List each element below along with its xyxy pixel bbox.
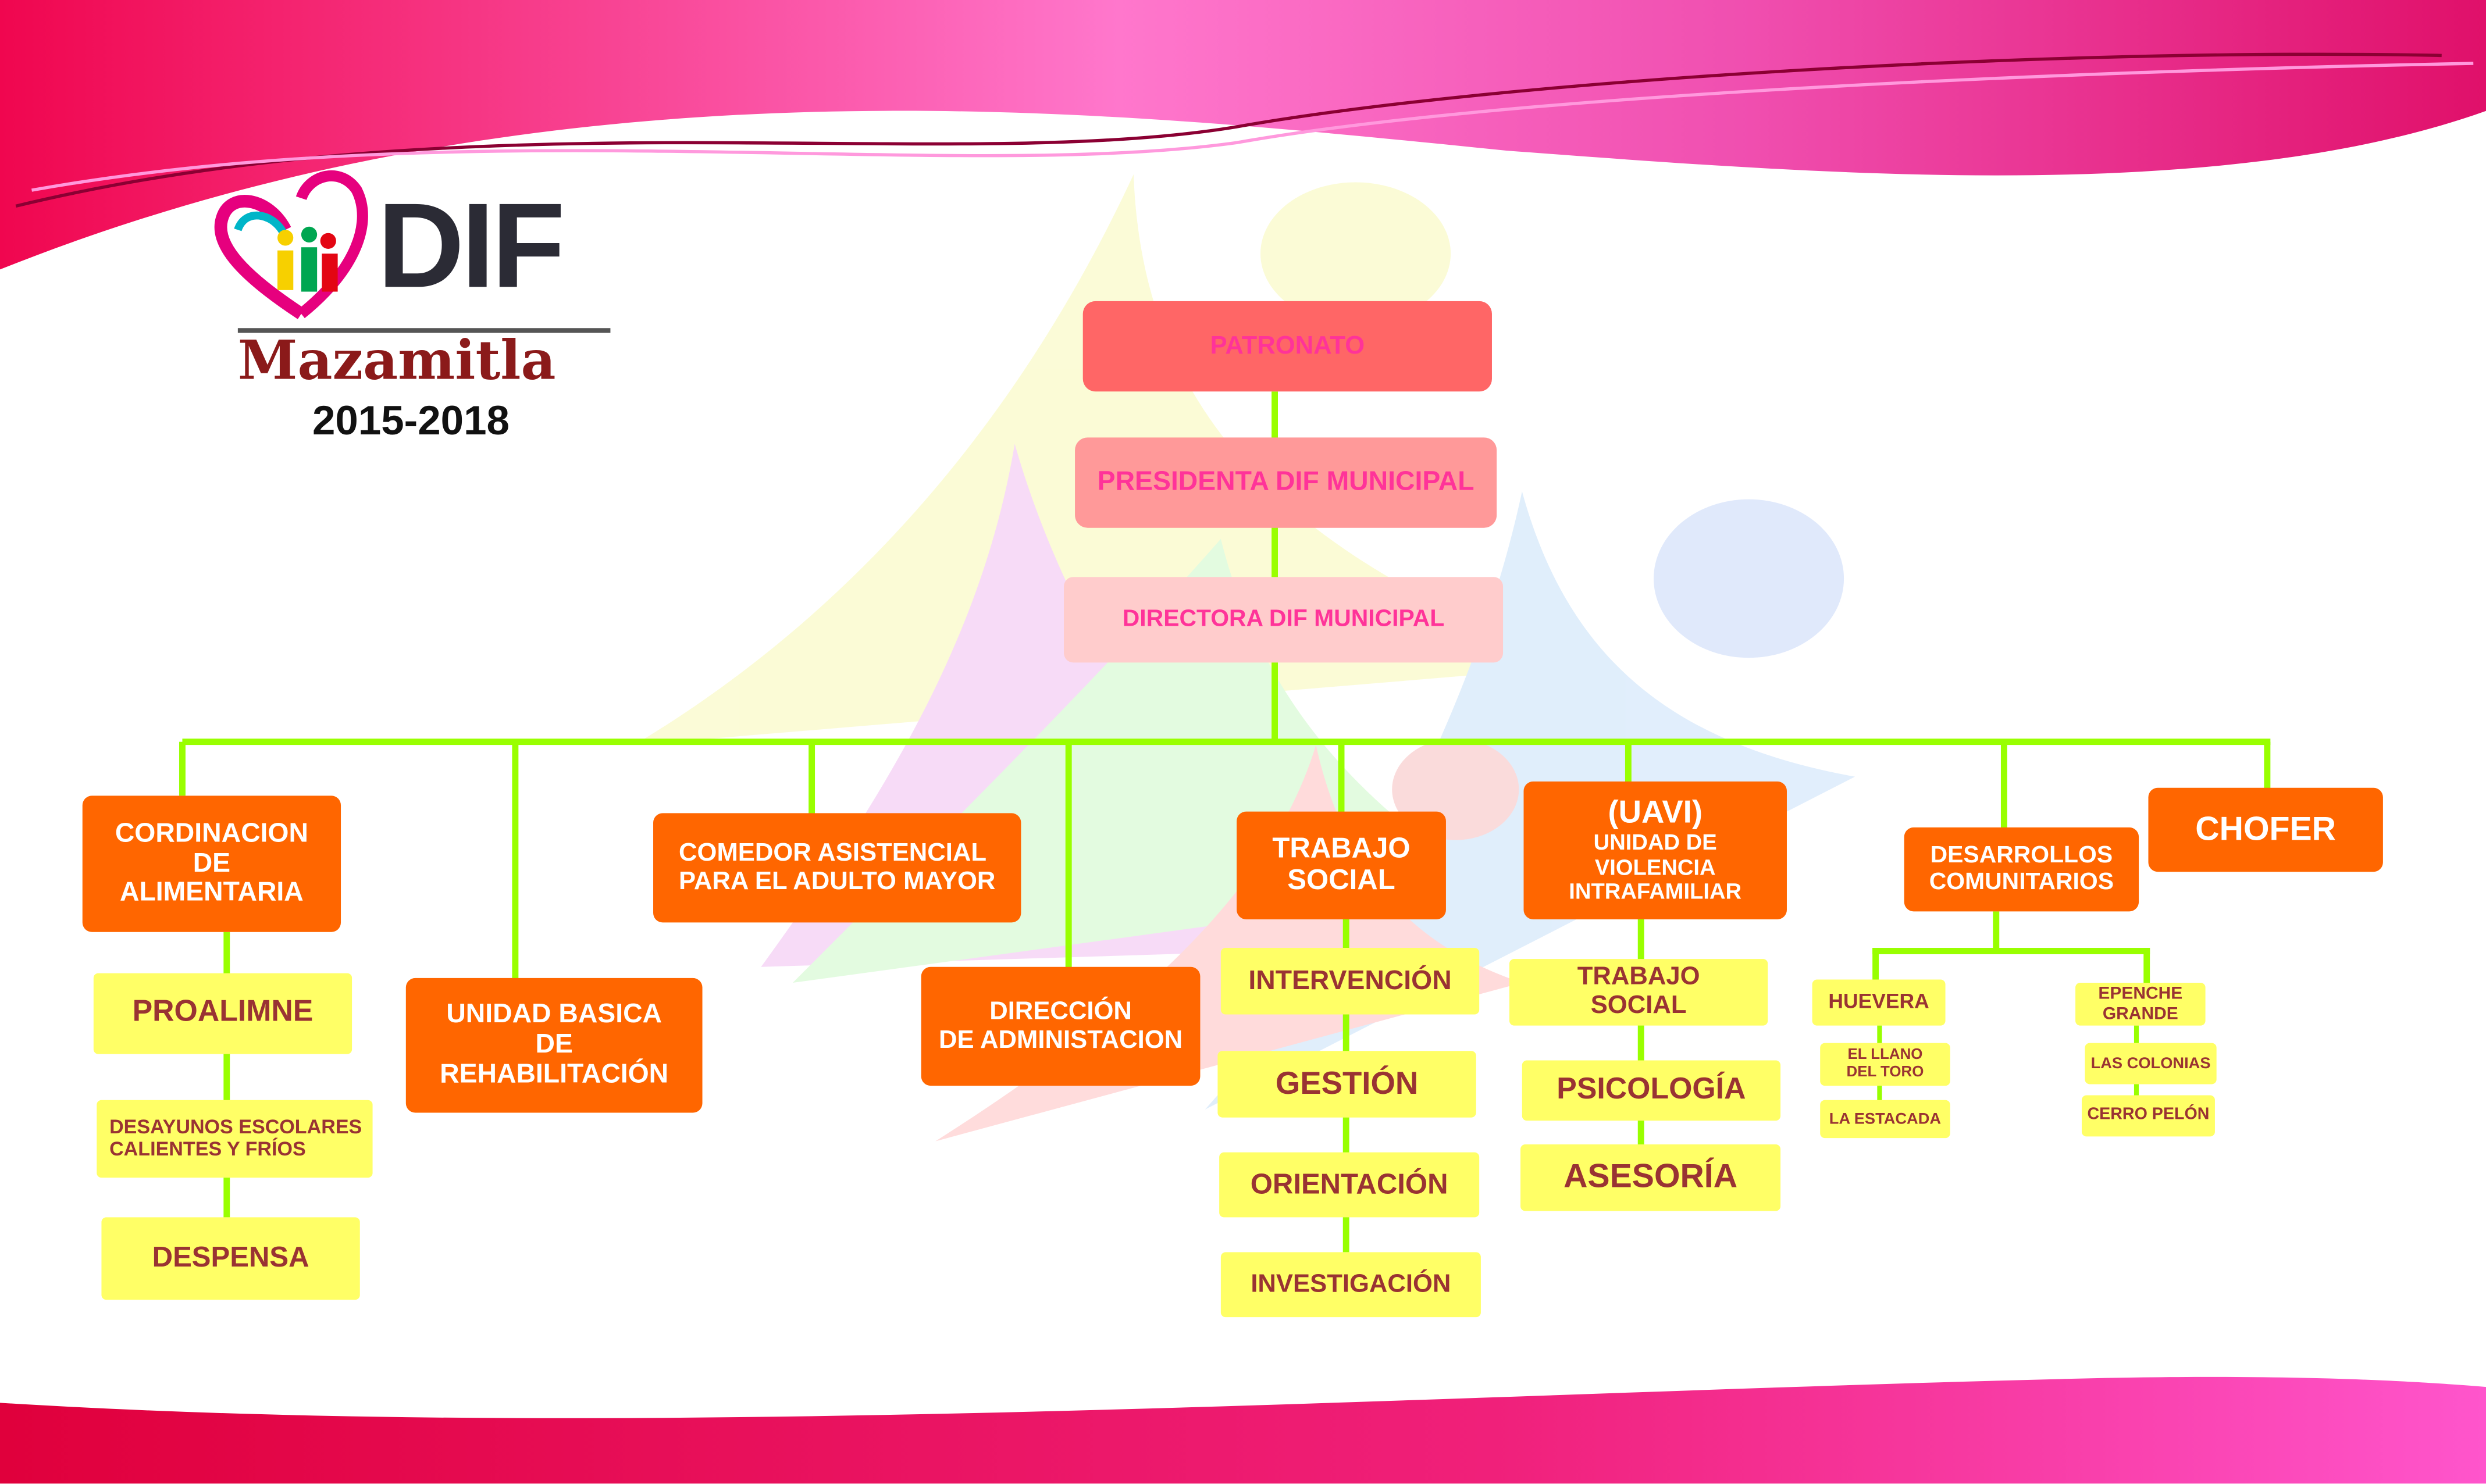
connector <box>179 741 186 796</box>
connector <box>1065 741 1072 969</box>
gestion-box: GESTIÓN <box>1217 1051 1476 1118</box>
cordinacion-box: CORDINACION DE ALIMENTARIA <box>82 795 341 932</box>
dif-logo: DIF Mazamitla 2015-2018 <box>214 159 618 452</box>
direccion-box: DIRECCIÓN DE ADMINISTACION <box>921 966 1201 1086</box>
el-llano-box: EL LLANO DEL TORO <box>1820 1043 1950 1086</box>
orientacion-box: ORIENTACIÓN <box>1219 1152 1480 1218</box>
patronato-box: PATRONATO <box>1082 301 1492 392</box>
connector <box>2143 948 2150 983</box>
comedor-box: COMEDOR ASISTENCIAL PARA EL ADULTO MAYOR <box>653 813 1021 923</box>
desayunos-box: DESAYUNOS ESCOLARES CALIENTES Y FRÍOS <box>97 1100 373 1178</box>
connector <box>1272 391 1278 744</box>
connector <box>2264 741 2271 790</box>
connector <box>2000 741 2007 829</box>
presidenta-box: PRESIDENTA DIF MUNICIPAL <box>1075 437 1497 528</box>
epenche-box: EPENCHE GRANDE <box>2075 982 2206 1026</box>
despensa-box: DESPENSA <box>101 1217 360 1300</box>
logo-brand: DIF <box>377 179 565 314</box>
connector <box>182 739 2271 745</box>
proalimne-box: PROALIMNE <box>93 973 352 1054</box>
connector <box>512 741 519 980</box>
directora-box: DIRECTORA DIF MUNICIPAL <box>1064 577 1504 663</box>
connector <box>223 932 230 1218</box>
la-estacada-box: LA ESTACADA <box>1820 1100 1950 1139</box>
logo-rule <box>237 328 611 333</box>
cerro-pelon-box: CERRO PELÓN <box>2081 1095 2215 1137</box>
unidad-basica-box: UNIDAD BASICA DE REHABILITACIÓN <box>405 978 703 1113</box>
connector <box>809 741 815 815</box>
connector <box>1637 919 1644 1150</box>
chofer-box: CHOFER <box>2148 787 2383 872</box>
asesoria-box: ASESORÍA <box>1520 1144 1781 1211</box>
heart-family-icon <box>214 170 368 319</box>
logo-years: 2015-2018 <box>312 396 510 444</box>
connector <box>1872 948 1879 980</box>
las-colonias-box: LAS COLONIAS <box>2085 1043 2217 1085</box>
investigacion-box: INVESTIGACIÓN <box>1220 1252 1481 1318</box>
uavi-label: UNIDAD DE VIOLENCIA INTRAFAMILIAR <box>1569 829 1742 904</box>
connector <box>1625 741 1632 783</box>
logo-town: Mazamitla <box>237 329 556 393</box>
trabajo-social-box: TRABAJO SOCIAL <box>1237 811 1446 919</box>
desarrollos-box: DESARROLLOS COMUNITARIOS <box>1904 827 2139 912</box>
huevera-box: HUEVERA <box>1812 979 1946 1026</box>
intervencion-box: INTERVENCIÓN <box>1220 948 1480 1015</box>
connector <box>1338 741 1345 814</box>
connector <box>1993 911 2000 951</box>
uavi-trabajo-social-box: TRABAJO SOCIAL <box>1509 959 1768 1026</box>
uavi-title: (UAVI) <box>1608 796 1703 832</box>
psicologia-box: PSICOLOGÍA <box>1522 1060 1781 1121</box>
connector <box>1872 948 2150 954</box>
uavi-box: (UAVI) UNIDAD DE VIOLENCIA INTRAFAMILIAR <box>1523 781 1787 919</box>
